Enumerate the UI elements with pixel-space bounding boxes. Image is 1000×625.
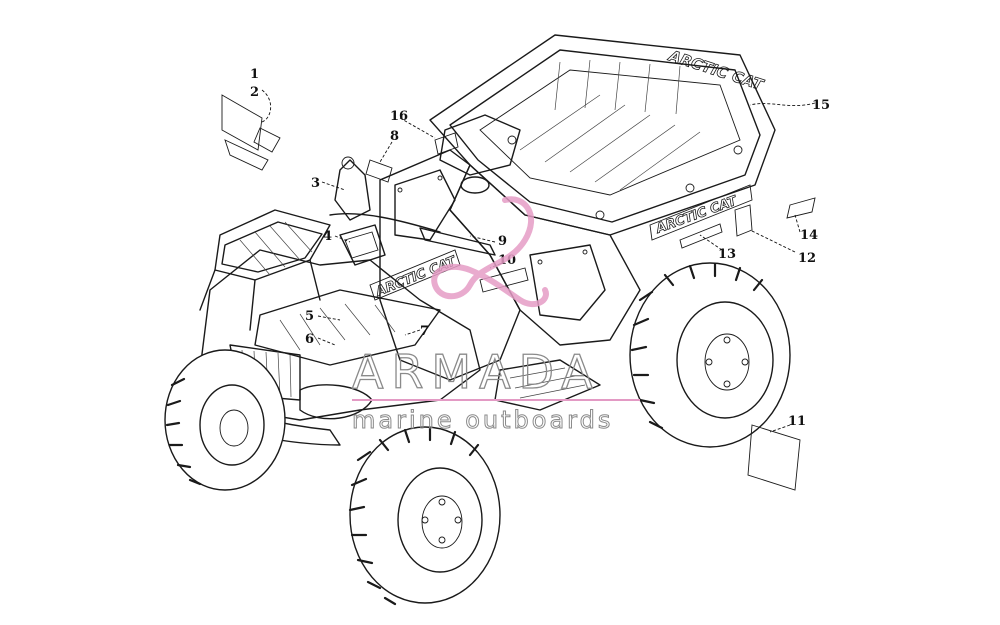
watermark-logo-icon [431, 196, 549, 308]
callout-6: 6 [305, 332, 314, 347]
watermark-tagline: marine outboards [352, 406, 613, 434]
front-right-wheel [348, 426, 501, 606]
tailgate-decal: ARCTIC CAT [666, 46, 767, 94]
callout-13: 13 [718, 247, 736, 262]
callout-7: 7 [420, 324, 429, 339]
rear-right-wheel [629, 262, 791, 448]
callout-1: 1 [250, 67, 259, 82]
callout-12: 12 [798, 251, 816, 266]
watermark: ARMADA marine outboards [351, 196, 640, 435]
callout-3: 3 [311, 176, 320, 191]
callout-14: 14 [800, 228, 818, 243]
leader-lines [261, 89, 816, 433]
callout-16: 16 [390, 109, 408, 124]
callout-11: 11 [788, 414, 806, 429]
callout-4: 4 [323, 229, 332, 244]
callout-8: 8 [390, 129, 399, 144]
callout-15: 15 [812, 98, 830, 113]
callout-2: 2 [250, 85, 259, 100]
front-left-wheel [164, 349, 286, 491]
cargo-bed: ARCTIC CAT ARCTIC CAT [429, 34, 776, 249]
decal-pieces [221, 94, 816, 491]
watermark-brand: ARMADA [352, 345, 601, 399]
callout-5: 5 [305, 309, 314, 324]
callout-9: 9 [498, 234, 507, 249]
